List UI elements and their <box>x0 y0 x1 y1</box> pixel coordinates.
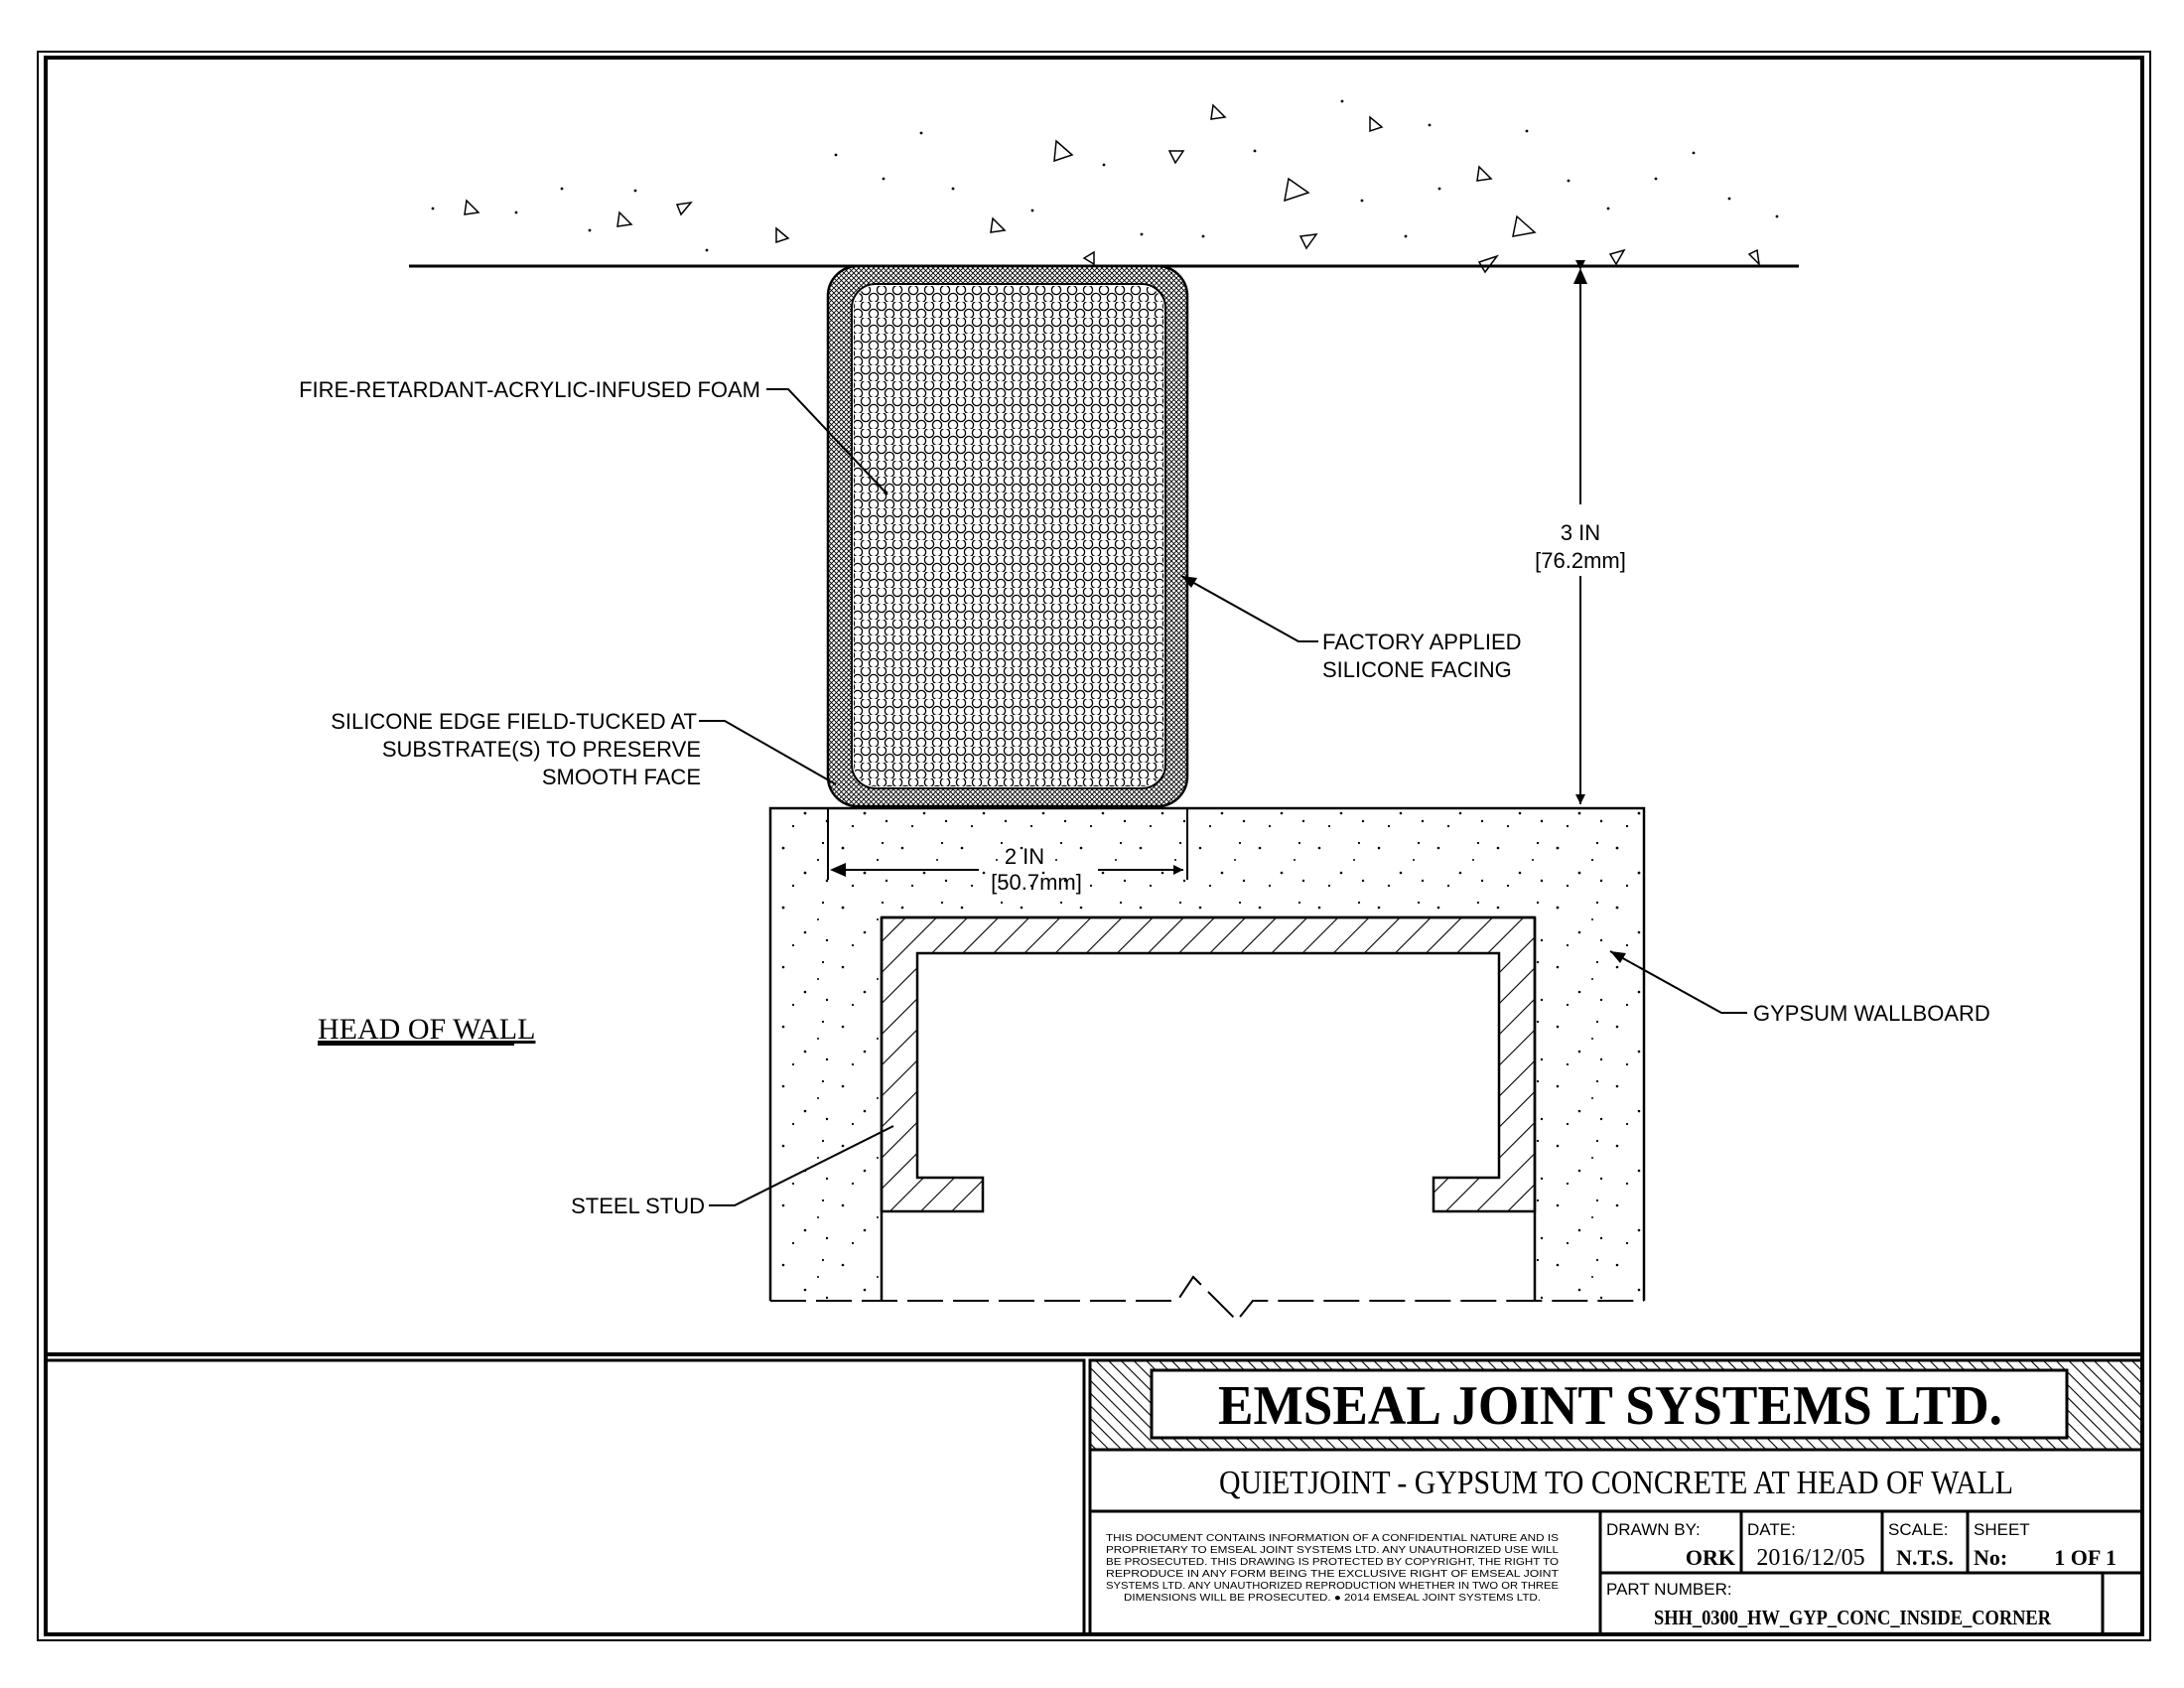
sheet-label: SHEET <box>1974 1520 2030 1539</box>
part-number-value: SHH_0300_HW_GYP_CONC_INSIDE_CORNER <box>1654 1606 2052 1629</box>
sheet-no-label: No: <box>1974 1545 2007 1570</box>
leader-stud <box>709 1125 894 1206</box>
quietjoint-seal <box>826 264 1189 808</box>
dim-width-label: 2 IN <box>1005 844 1044 869</box>
gypsum-wallboard-top <box>770 808 1644 917</box>
sheet-outer-border <box>37 51 2151 1641</box>
callout-edge-line3: SMOOTH FACE <box>542 765 701 789</box>
callout-facing-line2: SILICONE FACING <box>1322 657 1512 682</box>
scale-value: N.T.S. <box>1896 1545 1954 1570</box>
callout-edge-line2: SUBSTRATE(S) TO PRESERVE <box>382 737 701 762</box>
callout-facing-line1: FACTORY APPLIED <box>1322 630 1522 654</box>
steel-stud <box>880 915 1537 1213</box>
leader-lines <box>699 388 1747 1206</box>
notice-text: THIS DOCUMENT CONTAINS INFORMATION OF A … <box>1106 1533 1560 1604</box>
concrete-slab <box>409 99 1799 274</box>
date-value: 2016/12/05 <box>1756 1545 1864 1571</box>
break-line <box>770 1275 1644 1323</box>
notice-line: BE PROSECUTED. THIS DRAWING IS PROTECTED… <box>1106 1557 1559 1568</box>
dimension-height: 3 IN [76.2mm] <box>1535 260 1626 804</box>
aggregate-symbols <box>464 103 1761 274</box>
view-title: HEAD OF WALL <box>318 1013 535 1046</box>
dim-width-mm-label: [50.7mm] <box>991 870 1082 895</box>
company-name-box <box>1150 1368 2069 1440</box>
dim-height-label: 3 IN <box>1561 520 1600 545</box>
dim-height-mm-label: [76.2mm] <box>1535 548 1626 573</box>
leader-gypsum <box>1609 950 1747 1014</box>
callout-stud: STEEL STUD <box>571 1194 705 1218</box>
notice-line: REPRODUCE IN ANY FORM BEING THE EXCLUSIV… <box>1106 1569 1559 1580</box>
notice-line: THIS DOCUMENT CONTAINS INFORMATION OF A … <box>1106 1533 1559 1544</box>
notice-line: SYSTEMS LTD. ANY UNAUTHORIZED REPRODUCTI… <box>1106 1581 1559 1592</box>
wall-assembly <box>768 806 1646 1323</box>
leader-facing <box>1180 575 1318 642</box>
leader-edge <box>699 720 837 785</box>
leader-foam <box>766 388 888 495</box>
leader-arrowheads <box>1181 576 1626 963</box>
drawn-by-label: DRAWN BY: <box>1606 1520 1701 1539</box>
drawn-by-value: ORK <box>1686 1545 1735 1570</box>
dimension-width: 2 IN [50.7mm] <box>827 808 1188 895</box>
drawing-title: QUIETJOINT - GYPSUM TO CONCRETE AT HEAD … <box>1219 1465 2013 1501</box>
foam-cells <box>854 286 1163 786</box>
gypsum-wallboard-left <box>770 808 882 1301</box>
gypsum-wallboard-right <box>1535 808 1644 1301</box>
notice-line: DIMENSIONS WILL BE PROSECUTED. ● 2014 EM… <box>1124 1593 1541 1604</box>
callout-gypsum: GYPSUM WALLBOARD <box>1753 1001 1990 1026</box>
company-name: EMSEAL JOINT SYSTEMS LTD. <box>1218 1375 2002 1437</box>
notice-line: PROPRIETARY TO EMSEAL JOINT SYSTEMS LTD.… <box>1106 1545 1560 1556</box>
part-number-label: PART NUMBER: <box>1606 1580 1732 1599</box>
callout-edge-line1: SILICONE EDGE FIELD-TUCKED AT <box>331 709 697 734</box>
aggregate-dots <box>431 99 1779 252</box>
sheet-value: 1 OF 1 <box>2054 1545 2116 1570</box>
title-block: EMSEAL JOINT SYSTEMS LTD. QUIETJOINT - G… <box>44 1358 2144 1636</box>
callout-foam: FIRE-RETARDANT-ACRYLIC-INFUSED FOAM <box>299 377 760 402</box>
scale-label: SCALE: <box>1888 1520 1948 1539</box>
notes-box <box>44 1358 1086 1636</box>
date-label: DATE: <box>1747 1520 1796 1539</box>
